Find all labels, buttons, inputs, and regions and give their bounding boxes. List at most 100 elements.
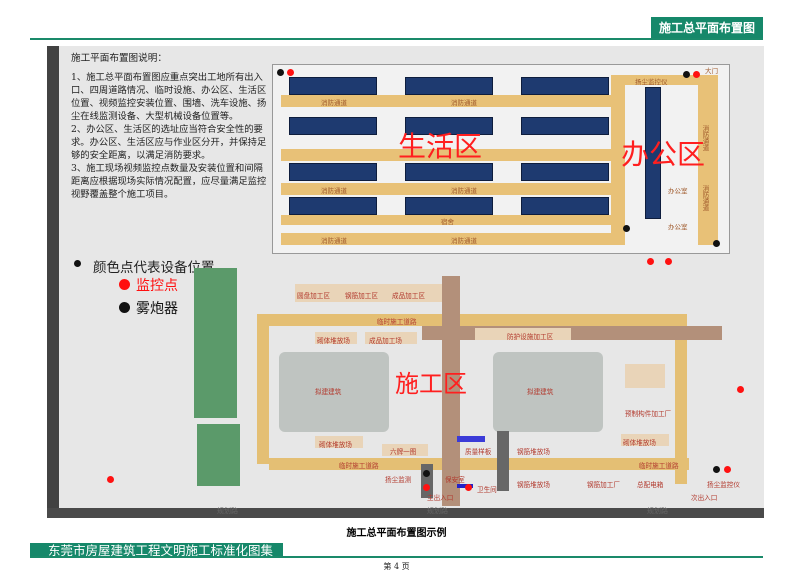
zone-tag: 钢筋堆放场 — [517, 448, 550, 456]
road-tag: 临时施工道路 — [377, 318, 417, 326]
monitor-marker — [693, 71, 700, 78]
green-belt — [197, 424, 240, 486]
gate-tag: 主出入口 — [427, 494, 454, 502]
fire-lane-label: 消防通道 — [451, 187, 477, 195]
monitor-marker — [647, 258, 654, 265]
dorm-building — [521, 117, 609, 135]
zone-tag: 砌体堆放场 — [317, 337, 350, 345]
notes-item-3: 3、施工现场视频监控点数量及安装位置和间隔距离应根据现场实际情况配置，应尽量满足… — [71, 163, 267, 200]
masonry-area-2 — [621, 434, 669, 446]
fire-lane-label: 消防通道 — [451, 99, 477, 107]
office-top-lane: 扬尘监控仪 — [625, 75, 700, 86]
zone-tag: 六牌一图 — [390, 448, 417, 456]
zone-label-construction: 施工区 — [395, 370, 467, 398]
access-road-horizontal — [422, 326, 722, 340]
dorm-building — [521, 163, 609, 181]
protect-area — [475, 328, 571, 340]
notes-item-1: 1、施工总平面布置图应重点突出工地所有出入口、四周道路情况、临时设施、办公区、生… — [71, 72, 267, 122]
site-road-top — [257, 314, 687, 326]
office-right-lane: 消防通道 消防通道 — [698, 75, 718, 245]
office-building — [645, 87, 661, 219]
processing-strip — [295, 284, 445, 302]
gate-label: 大门 — [705, 67, 718, 75]
header-tag: 施工总平面布置图 — [650, 17, 763, 40]
fire-lane-label: 消防通道 — [321, 99, 347, 107]
model-structure — [457, 436, 485, 442]
fire-lane-label: 消防通道 — [701, 125, 709, 151]
monitor-marker — [665, 258, 672, 265]
precast-area — [625, 364, 665, 388]
dorm-building — [289, 197, 377, 215]
zone-tag: 成品加工场 — [369, 337, 402, 345]
header-rule — [30, 38, 763, 40]
dorm-building — [405, 163, 493, 181]
site-road-right — [675, 314, 687, 484]
footer-title: 东莞市房屋建筑工程文明施工标准化图集 — [30, 543, 284, 558]
zone-label-living: 生活区 — [398, 130, 483, 163]
notes-title: 施工平面布置图说明： — [71, 53, 167, 64]
fire-lane-label: 消防通道 — [321, 187, 347, 195]
fog-cannon-marker — [683, 71, 690, 78]
zone-tag: 钢筋加工厂 — [587, 481, 620, 489]
fire-lane-label: 消防通道 — [701, 185, 709, 211]
zone-tag: 卫生间 — [477, 486, 497, 494]
fog-cannon-marker — [623, 225, 630, 232]
zone-tag: 质量样板 — [465, 448, 492, 456]
road-tag: 临时施工道路 — [639, 462, 679, 470]
building-label: 拟建建筑 — [315, 388, 342, 396]
dorm-strip: 宿舍 — [281, 215, 611, 226]
fire-lane-4: 消防通道 消防通道 — [281, 233, 611, 245]
fire-lane-label: 消防通道 — [321, 237, 347, 245]
fire-lane-label: 消防通道 — [451, 237, 477, 245]
zone-tag: 成品加工区 — [392, 292, 425, 300]
road-tag: 临时施工道路 — [339, 462, 379, 470]
monitor-marker — [423, 484, 430, 491]
masonry-area-3 — [315, 436, 363, 448]
zone-tag: 圆盘加工区 — [297, 292, 330, 300]
zone-tag: 砌体堆放场 — [319, 441, 352, 449]
notes-item-2: 2、办公区、生活区的选址应当符合安全性的要求。办公区、生活区应与作业区分开，并保… — [71, 124, 267, 161]
office-room-label: 办公室 — [668, 187, 688, 195]
zone-tag: 扬尘监测 — [385, 476, 412, 484]
zone-tag: 钢筋堆放场 — [517, 481, 550, 489]
masonry-area — [315, 332, 357, 344]
fog-cannon-marker — [74, 260, 81, 267]
plan-notes: 施工平面布置图说明： 1、施工总平面布置图应重点突出工地所有出入口、四周道路情况… — [71, 52, 271, 201]
dorm-building — [405, 117, 493, 135]
dust-monitor-label: 扬尘监控仪 — [635, 78, 668, 86]
legend-fog-dot — [119, 302, 130, 313]
proposed-building — [493, 352, 603, 432]
dorm-building — [405, 77, 493, 95]
office-room-label: 办公室 — [668, 223, 688, 231]
monitor-marker — [287, 69, 294, 76]
zone-tag: 预制构件加工厂 — [625, 410, 672, 418]
dorm-building — [289, 163, 377, 181]
office-vertical-lane — [611, 75, 625, 245]
fog-cannon-marker — [713, 466, 720, 473]
zone-tag: 钢筋加工区 — [345, 292, 378, 300]
gate-tag: 次出入口 — [691, 494, 718, 502]
legend-monitor-dot — [119, 279, 130, 290]
dorm-label: 宿舍 — [441, 218, 454, 226]
footer-rule — [30, 556, 763, 558]
legend-monitor-label: 监控点 — [136, 278, 178, 294]
zone-tag: 总配电箱 — [637, 481, 664, 489]
fire-lane-3: 消防通道 消防通道 — [281, 183, 611, 195]
tower-crane-base — [497, 431, 509, 491]
zone-tag: 砌体堆放场 — [623, 439, 656, 447]
monitor-marker — [107, 476, 114, 483]
zone-tag: 保安室 — [445, 476, 465, 484]
building-label: 拟建建筑 — [527, 388, 554, 396]
monitor-marker — [465, 484, 472, 491]
green-belt — [194, 268, 237, 418]
site-road-bottom — [269, 458, 689, 470]
road-label: 规划路 — [217, 507, 238, 515]
road-label: 规划路 — [647, 507, 668, 515]
fire-lane-2 — [281, 149, 611, 161]
site-road-left — [257, 314, 269, 464]
fog-cannon-marker — [423, 470, 430, 477]
dorm-building — [521, 77, 609, 95]
dorm-building — [289, 77, 377, 95]
zone-tag: 扬尘监控仪 — [707, 481, 740, 489]
dorm-building — [289, 117, 377, 135]
